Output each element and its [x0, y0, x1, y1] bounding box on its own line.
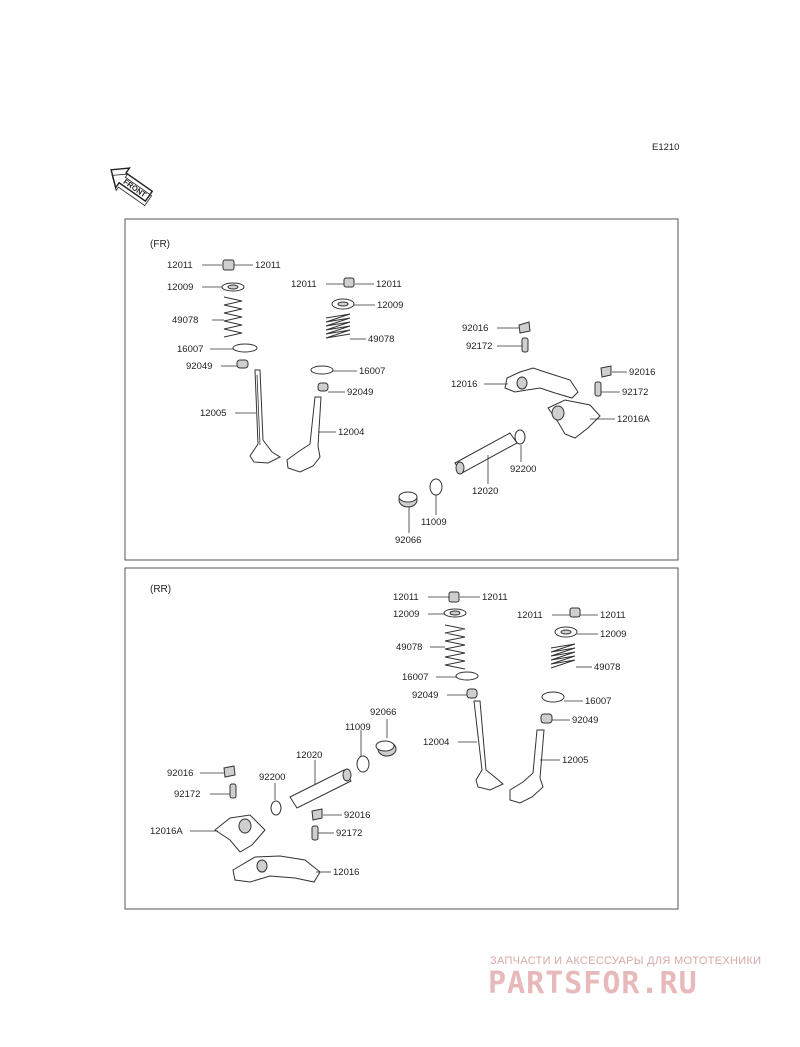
- fr-label-92172-b: 92172: [622, 387, 648, 398]
- fr-label-12005: 12005: [200, 408, 226, 419]
- rr-label-12011-b-left: 12011: [517, 610, 543, 621]
- rr-label-12016A: 12016A: [150, 826, 183, 837]
- fr-label-92016-b: 92016: [629, 367, 655, 378]
- rr-label-92049: 92049: [412, 690, 438, 701]
- rr-label-11009: 11009: [345, 722, 371, 733]
- rr-label-12016: 12016: [333, 867, 359, 878]
- fr-label-12004: 12004: [338, 427, 364, 438]
- fr-labels: 12011 12011 12009 49078 16007 92049 1200…: [167, 260, 655, 546]
- rr-label-92016-a: 92016: [167, 768, 193, 779]
- rr-label-92016-b: 92016: [344, 810, 370, 821]
- rr-label-12011-left: 12011: [393, 592, 419, 603]
- rr-label-92200: 92200: [259, 772, 285, 783]
- rr-label-12020: 12020: [296, 750, 322, 761]
- rr-label-12004: 12004: [423, 737, 449, 748]
- rr-rocker-assembly: [214, 740, 397, 883]
- rr-label-92049-b: 92049: [572, 715, 598, 726]
- section-fr-title: (FR): [150, 239, 170, 250]
- fr-label-49078: 49078: [172, 315, 198, 326]
- rr-valve-right: [509, 607, 581, 804]
- rr-label-16007-b: 16007: [585, 696, 611, 707]
- rr-label-16007: 16007: [402, 672, 428, 683]
- rr-label-49078: 49078: [396, 642, 422, 653]
- rr-label-12009-b: 12009: [600, 629, 626, 640]
- fr-label-16007: 16007: [177, 344, 203, 355]
- fr-label-12009-b: 12009: [377, 300, 403, 311]
- rr-label-12011-right: 12011: [482, 592, 508, 603]
- fr-label-11009: 11009: [421, 517, 447, 528]
- fr-label-12011-right: 12011: [255, 260, 281, 271]
- fr-label-12016: 12016: [451, 379, 477, 390]
- fr-label-12011-b-left: 12011: [291, 279, 317, 290]
- rr-label-92172-a: 92172: [174, 789, 200, 800]
- fr-label-92172-a: 92172: [466, 341, 492, 352]
- fr-label-92049: 92049: [186, 361, 212, 372]
- section-fr: (FR): [124, 218, 679, 561]
- rr-labels: 12011 12011 12009 49078 16007 92049 1200…: [150, 592, 626, 878]
- rr-leaders: [190, 596, 598, 873]
- fr-label-12016A: 12016A: [617, 414, 650, 425]
- rr-label-12011-b-right: 12011: [600, 610, 626, 621]
- front-arrow-icon: FRONT: [110, 167, 154, 207]
- section-rr: (RR): [124, 567, 679, 910]
- fr-leaders: [202, 264, 627, 533]
- fr-rocker-assembly: [398, 321, 612, 508]
- fr-label-12009: 12009: [167, 282, 193, 293]
- diagram-code: E1210: [652, 142, 679, 153]
- fr-label-92049-b: 92049: [347, 387, 373, 398]
- fr-valve-right: [286, 277, 355, 473]
- fr-label-92066: 92066: [395, 535, 421, 546]
- fr-label-49078-b: 49078: [368, 334, 394, 345]
- fr-label-92200: 92200: [510, 464, 536, 475]
- fr-valve-left: [221, 259, 282, 464]
- fr-label-16007-b: 16007: [359, 366, 385, 377]
- fr-label-12020: 12020: [472, 486, 498, 497]
- rr-label-92172-b: 92172: [336, 828, 362, 839]
- fr-label-12011-left: 12011: [167, 260, 193, 271]
- watermark-tagline: ЗАПЧАСТИ И АКСЕССУАРЫ ДЛЯ МОТОТЕХНИКИ: [490, 955, 761, 967]
- fr-label-12011-b-right: 12011: [376, 279, 402, 290]
- watermark: ЗАПЧАСТИ И АКСЕССУАРЫ ДЛЯ МОТОТЕХНИКИ PA…: [488, 955, 761, 1001]
- rr-label-92066: 92066: [370, 707, 396, 718]
- rr-valve-left: [443, 591, 504, 791]
- watermark-brand: PARTSFOR.RU: [488, 966, 698, 1001]
- rr-label-12005: 12005: [562, 755, 588, 766]
- rr-label-12009: 12009: [393, 609, 419, 620]
- fr-label-92016-a: 92016: [462, 323, 488, 334]
- section-rr-title: (RR): [150, 584, 171, 595]
- rr-label-49078-b: 49078: [594, 662, 620, 673]
